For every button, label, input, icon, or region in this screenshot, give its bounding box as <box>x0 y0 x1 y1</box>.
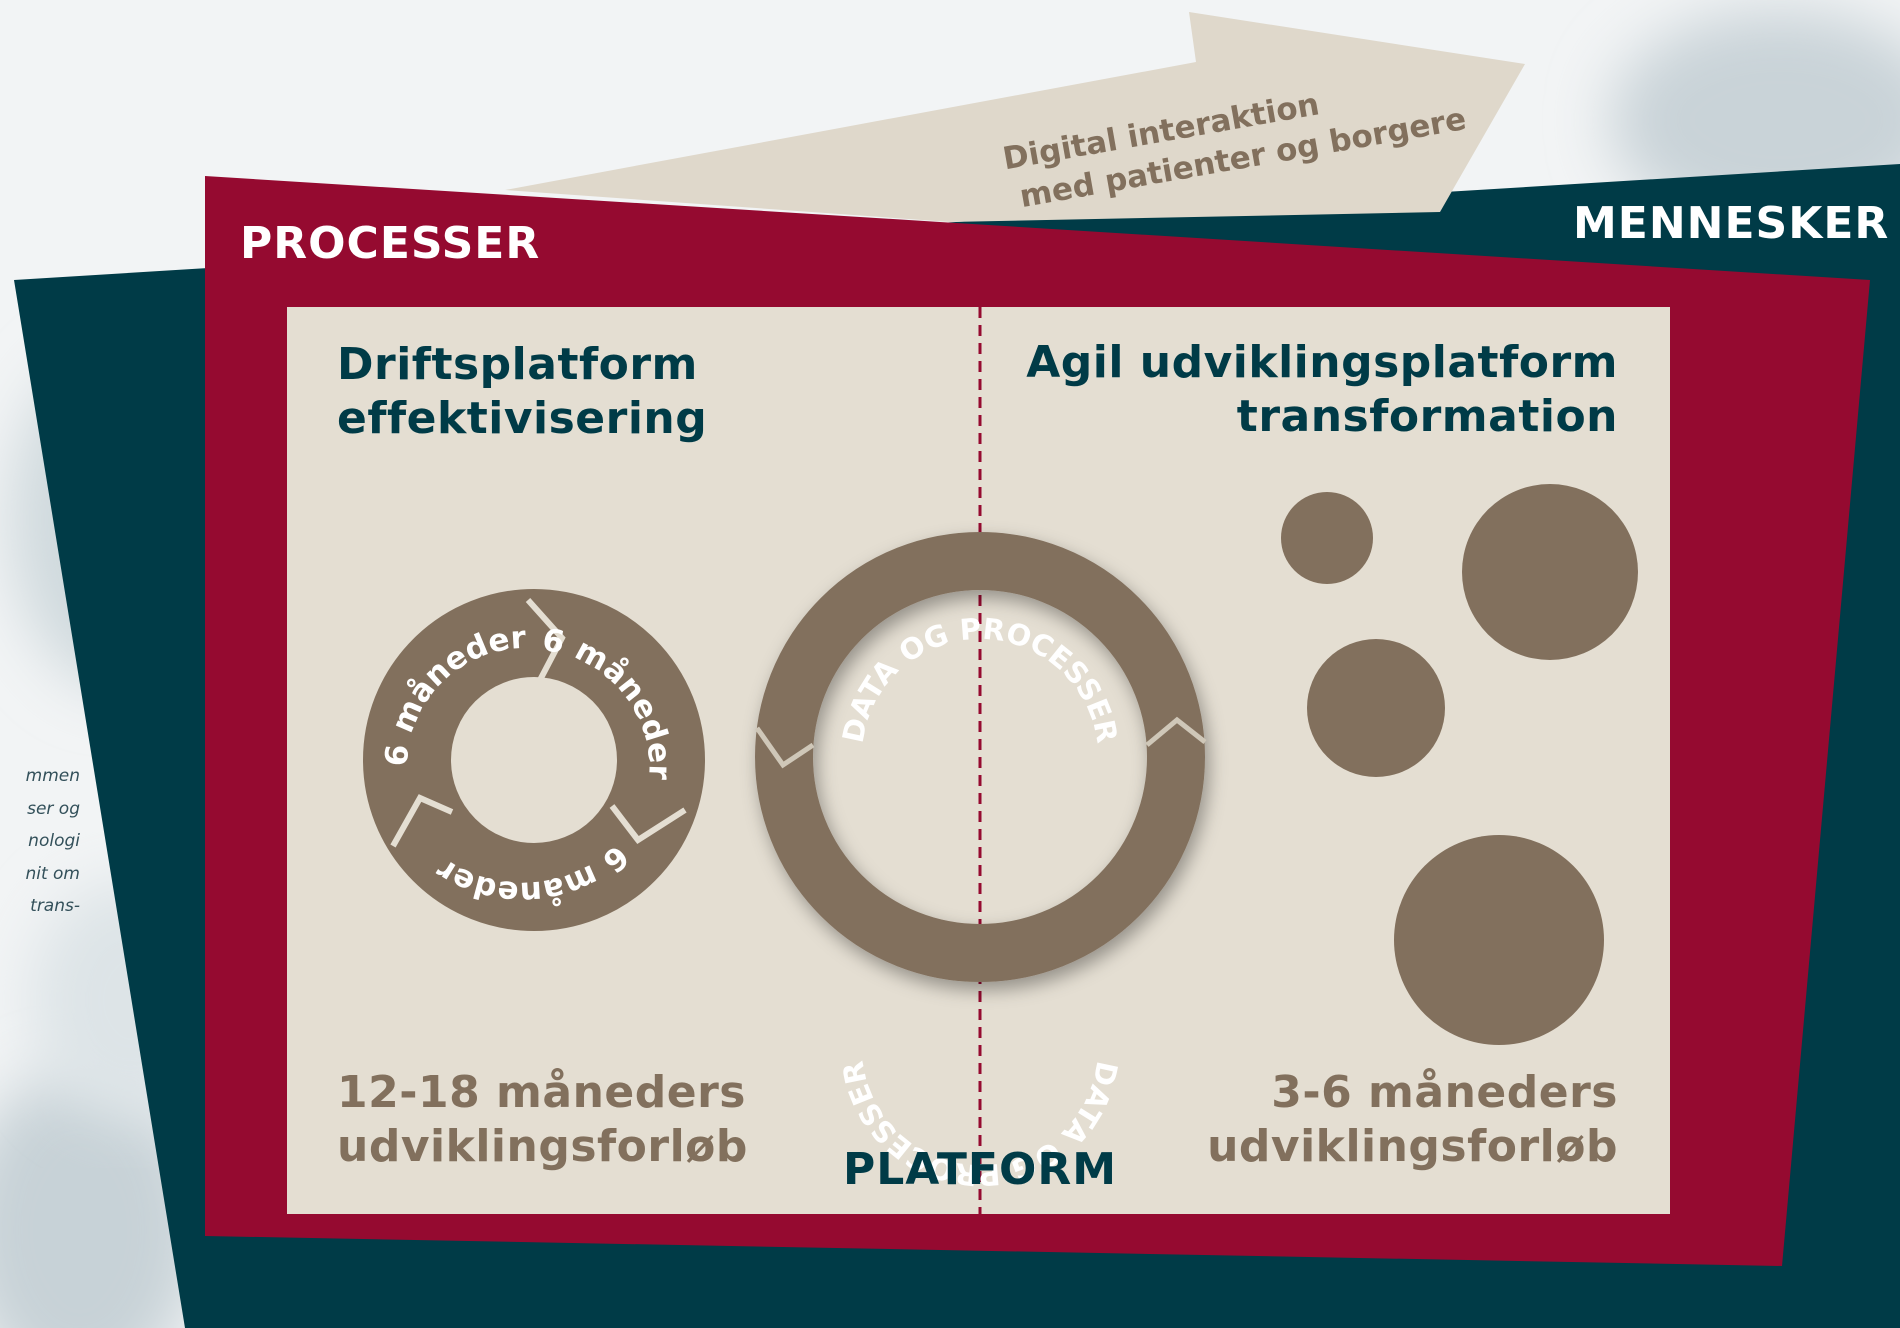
left-title-line2: effektivisering <box>337 392 708 444</box>
mennesker-label: MENNESKER <box>1573 198 1890 249</box>
cycle-divider <box>525 597 566 682</box>
bubble <box>1394 835 1604 1045</box>
platform-label: PLATFORM <box>843 1144 1118 1195</box>
cycle-divider <box>390 794 454 848</box>
data-processer-ring <box>755 532 1205 982</box>
bubble <box>1462 484 1638 660</box>
side-caption-line: trans- <box>30 896 80 916</box>
digital-interaction-arrow <box>505 12 1525 222</box>
side-caption-line: ser og <box>27 798 80 819</box>
processer-label: PROCESSER <box>240 218 541 269</box>
bubble <box>1281 492 1373 584</box>
center-ring <box>755 532 1205 982</box>
right-title: Agil udviklingsplatform transformation <box>1026 336 1618 443</box>
left-duration-line2: udviklingsforløb <box>337 1120 748 1172</box>
left-title: Driftsplatform effektivisering <box>337 338 707 445</box>
left-duration: 12-18 måneders udviklingsforløb <box>337 1066 748 1173</box>
right-duration: 3-6 måneders udviklingsforløb <box>1207 1066 1618 1173</box>
ring-arrow-mark <box>754 726 815 769</box>
right-duration-line2: udviklingsforløb <box>1207 1120 1618 1172</box>
side-caption: mmen ser og nologi nit om trans- <box>0 760 80 923</box>
bubble <box>1307 639 1445 777</box>
side-caption-line: mmen <box>25 766 80 786</box>
agile-bubbles <box>1281 484 1638 1045</box>
cycle-divider <box>609 804 687 845</box>
ring-arrow-mark <box>1145 716 1207 747</box>
left-title-line1: Driftsplatform <box>337 339 698 390</box>
right-title-line2: transformation <box>1236 390 1618 442</box>
right-duration-line1: 3-6 måneders <box>1271 1067 1618 1118</box>
side-caption-line: nologi <box>28 831 80 851</box>
side-caption-line: nit om <box>25 863 80 884</box>
left-duration-line1: 12-18 måneders <box>337 1067 746 1118</box>
cycle-ring <box>363 589 705 931</box>
right-title-line1: Agil udviklingsplatform <box>1026 337 1618 388</box>
